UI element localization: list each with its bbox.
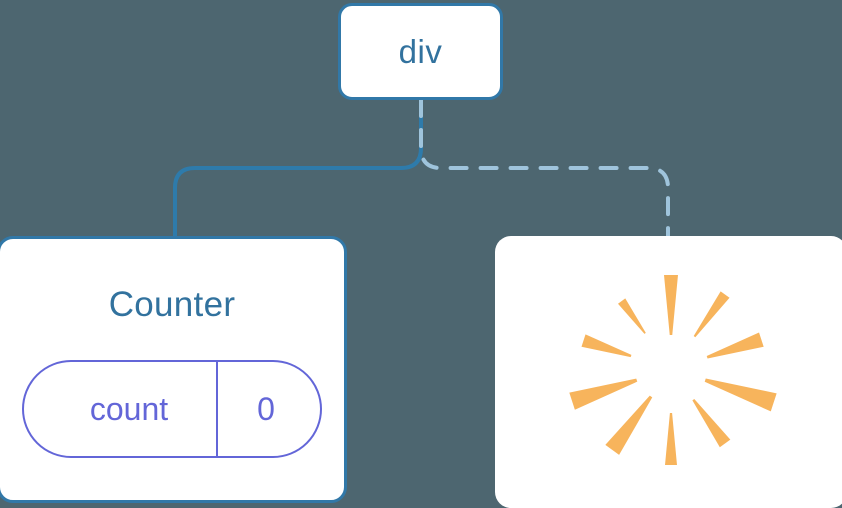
starburst-rays: [569, 275, 777, 465]
state-capsule-count[interactable]: count 0: [22, 360, 322, 458]
edge-div-counter: [173, 98, 423, 242]
starburst-icon: [569, 275, 777, 465]
starburst-ray-10: [617, 298, 646, 334]
edge-div-burst: [419, 98, 670, 242]
starburst-ray-8: [569, 378, 638, 410]
node-div-label: div: [398, 33, 443, 70]
starburst-ray-1: [664, 275, 678, 335]
starburst-ray-4: [704, 378, 777, 412]
starburst-ray-6: [665, 413, 677, 465]
node-burst[interactable]: [495, 236, 842, 508]
starburst-ray-3: [706, 332, 764, 359]
node-counter[interactable]: Counter count 0: [0, 236, 347, 503]
starburst-ray-2: [693, 291, 730, 338]
starburst-ray-7: [605, 395, 653, 455]
node-counter-label: Counter: [108, 285, 236, 324]
starburst-ray-9: [581, 334, 632, 358]
starburst-ray-5: [692, 399, 731, 448]
state-key-label: count: [89, 391, 169, 427]
node-div[interactable]: div: [338, 3, 503, 100]
state-value-label: 0: [216, 362, 320, 456]
